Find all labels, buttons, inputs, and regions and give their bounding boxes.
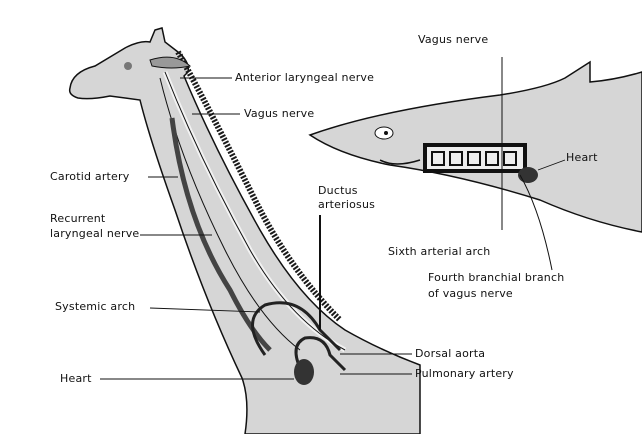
shark-mouth — [379, 159, 421, 165]
label-ductus-arteriosus-1: Ductus — [318, 184, 358, 197]
giraffe-eye — [124, 62, 132, 70]
label-fourth-branchial-2: of vagus nerve — [428, 287, 513, 300]
label-vagus-nerve-giraffe: Vagus nerve — [244, 107, 315, 120]
shark-heart — [518, 167, 538, 183]
giraffe-illustration — [68, 27, 421, 434]
fourth-branchial-branch — [519, 174, 553, 271]
pulmonary-artery — [294, 336, 347, 372]
label-pulmonary-artery: Pulmonary artery — [415, 367, 514, 380]
label-dorsal-aorta: Dorsal aorta — [415, 347, 486, 360]
shark-gill-arches — [423, 143, 527, 173]
giraffe-heart — [294, 359, 314, 385]
label-systemic-arch: Systemic arch — [55, 300, 136, 313]
shark-illustration — [308, 57, 642, 271]
label-anterior-laryngeal-nerve: Anterior laryngeal nerve — [235, 71, 375, 84]
label-heart-giraffe: Heart — [60, 372, 92, 385]
label-carotid-artery: Carotid artery — [50, 170, 130, 183]
label-ductus-arteriosus-2: arteriosus — [318, 198, 376, 211]
label-sixth-arterial-arch: Sixth arterial arch — [388, 245, 491, 258]
giraffe-body — [68, 27, 421, 434]
label-fourth-branchial-1: Fourth branchial branch — [428, 271, 565, 284]
gill-arch-loops — [431, 151, 517, 166]
shark-pupil — [384, 131, 388, 135]
giraffe-ear — [149, 56, 192, 69]
label-vagus-nerve-shark: Vagus nerve — [418, 33, 489, 46]
label-recurrent-laryngeal-nerve-2: laryngeal nerve — [50, 227, 140, 240]
systemic-arch — [251, 301, 342, 356]
label-recurrent-laryngeal-nerve-1: Recurrent — [50, 212, 106, 225]
vagus-nerve-outline — [164, 71, 346, 351]
giraffe-mane — [175, 50, 343, 323]
label-heart-shark: Heart — [566, 151, 598, 164]
leader-lines — [100, 77, 566, 380]
